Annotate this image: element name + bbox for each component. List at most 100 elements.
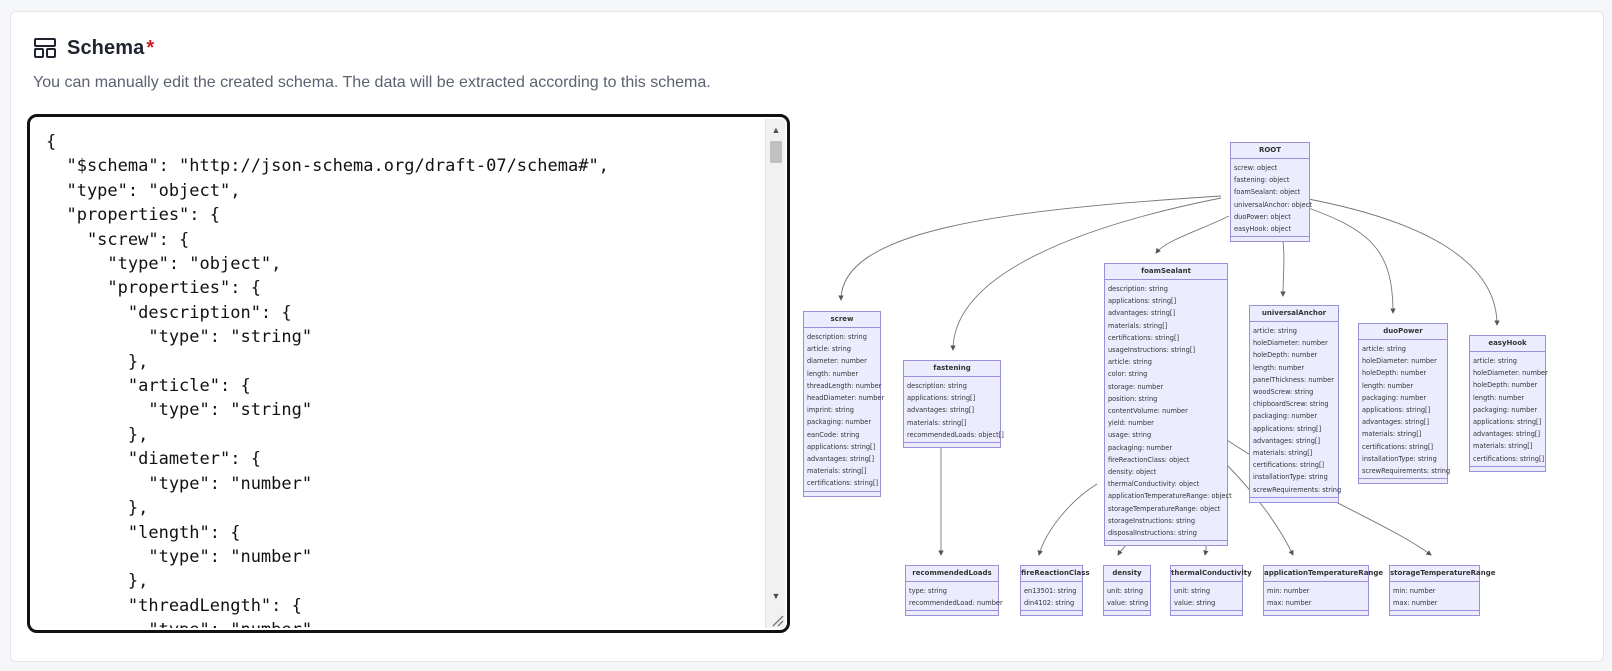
node-field: type: string	[909, 587, 947, 595]
node-field: max: number	[1393, 599, 1438, 608]
node-field: value: string	[1174, 599, 1216, 608]
node-title: fireReactionClass	[1021, 566, 1090, 582]
node-field: color: string	[1108, 370, 1148, 379]
schema-editor[interactable]: { "$schema": "http://json-schema.org/dra…	[27, 114, 790, 633]
required-asterisk: *	[146, 36, 155, 59]
schema-diagram: ROOT screw: object fastening: object foa…	[801, 140, 1561, 630]
schema-json-text[interactable]: { "$schema": "http://json-schema.org/dra…	[46, 132, 609, 628]
node-field: headDiameter: number	[807, 394, 885, 403]
node-title: fastening	[904, 361, 1000, 377]
node-field: universalAnchor: object	[1234, 200, 1312, 209]
node-screw: screw description: string article: strin…	[803, 311, 885, 497]
node-field: contentVolume: number	[1108, 407, 1188, 416]
node-field: usageInstructions: string[]	[1108, 346, 1196, 355]
node-easyhook: easyHook article: string holeDiameter: n…	[1469, 335, 1548, 472]
node-field: eanCode: string	[807, 430, 860, 439]
node-field: easyHook: object	[1234, 225, 1291, 234]
node-field: advantages: string[]	[1108, 309, 1176, 318]
node-thermalconductivity: thermalConductivity unit: string value: …	[1170, 565, 1252, 617]
resize-handle-icon[interactable]	[770, 613, 784, 627]
scroll-down-arrow-icon[interactable]: ▼	[771, 591, 781, 601]
node-field: applicationTemperatureRange: object	[1108, 492, 1232, 501]
node-title: recommendedLoads	[906, 566, 998, 582]
node-field: article: string	[1253, 327, 1297, 335]
node-title: storageTemperatureRange	[1390, 566, 1495, 582]
node-field: screw: object	[1234, 164, 1278, 172]
node-field: packaging: number	[1108, 443, 1173, 452]
edge-root-screw	[838, 195, 1222, 301]
schema-header: Schema *	[33, 36, 154, 60]
node-field: unit: string	[1107, 587, 1144, 595]
scroll-up-arrow-icon[interactable]: ▲	[771, 125, 781, 135]
node-foamsealant: foamSealant description: string applicat…	[1104, 263, 1232, 547]
node-field: en13501: string	[1024, 587, 1077, 595]
node-field: packaging: number	[1362, 393, 1427, 402]
node-field: advantages: string[]	[907, 406, 975, 415]
node-field: fireReactionClass: object	[1108, 455, 1190, 464]
node-title: universalAnchor	[1250, 306, 1338, 322]
edge-root-foamsealant	[1155, 215, 1230, 254]
edge-foamsealant-applicationtemperaturerange	[1226, 464, 1294, 556]
node-field: chipboardScrew: string	[1253, 400, 1329, 409]
node-storagetemperaturerange: storageTemperatureRange min: number max:…	[1389, 565, 1495, 617]
node-field: position: string	[1108, 394, 1158, 403]
node-field: length: number	[1362, 381, 1414, 390]
node-field: disposalInstructions: string	[1108, 529, 1197, 538]
node-field: length: number	[1473, 393, 1525, 402]
node-title: easyHook	[1470, 336, 1545, 352]
node-field: yield: number	[1108, 419, 1154, 428]
node-field: article: string	[1362, 345, 1406, 353]
node-field: description: string	[807, 333, 867, 341]
node-fastening: fastening description: string applicatio…	[903, 360, 1004, 449]
node-field: applications: string[]	[1362, 406, 1431, 415]
node-field: packaging: number	[1473, 405, 1538, 414]
node-field: recommendedLoad: number	[909, 599, 1003, 608]
edge-foamsealant-firereactionclass	[1037, 483, 1098, 556]
node-field: applications: string[]	[1253, 424, 1322, 433]
node-field: advantages: string[]	[1362, 418, 1430, 427]
node-field: holeDepth: number	[1362, 369, 1427, 378]
node-field: certifications: string[]	[807, 479, 879, 488]
node-field: min: number	[1267, 587, 1310, 595]
edge-root-duopower	[1302, 205, 1396, 314]
page-title: Schema	[67, 36, 145, 59]
node-field: packaging: number	[1253, 412, 1318, 421]
node-field: advantages: string[]	[1473, 430, 1541, 439]
node-title: applicationTemperatureRange	[1264, 566, 1383, 582]
node-field: applications: string[]	[1108, 297, 1177, 306]
node-field: materials: string[]	[807, 467, 867, 476]
node-field: applications: string[]	[1473, 418, 1542, 427]
schema-card: Schema * You can manually edit the creat…	[10, 11, 1604, 662]
editor-scrollbar[interactable]: ▲ ▼	[765, 119, 785, 628]
node-field: threadLength: number	[807, 381, 882, 390]
node-field: description: string	[1108, 285, 1168, 293]
node-title: density	[1104, 566, 1150, 582]
node-duopower: duoPower article: string holeDiameter: n…	[1358, 323, 1450, 485]
node-field: storageTemperatureRange: object	[1108, 504, 1221, 513]
node-title: foamSealant	[1105, 264, 1227, 280]
node-field: materials: string[]	[1473, 442, 1533, 451]
node-root: ROOT screw: object fastening: object foa…	[1230, 142, 1312, 243]
node-field: article: string	[807, 345, 851, 354]
node-field: installationType: string	[1253, 473, 1328, 482]
schema-editor-viewport[interactable]: { "$schema": "http://json-schema.org/dra…	[32, 119, 763, 628]
node-title: duoPower	[1359, 324, 1447, 340]
scrollbar-thumb[interactable]	[770, 141, 782, 163]
node-field: din4102: string	[1024, 599, 1075, 608]
node-field: max: number	[1267, 599, 1312, 608]
node-field: materials: string[]	[1108, 321, 1168, 330]
node-recommendedloads: recommendedLoads type: string recommende…	[905, 565, 1003, 617]
node-field: length: number	[1253, 363, 1305, 372]
node-field: applications: string[]	[907, 394, 976, 403]
node-universalanchor: universalAnchor article: string holeDiam…	[1249, 305, 1341, 503]
node-field: article: string	[1108, 358, 1152, 367]
node-field: holeDiameter: number	[1253, 339, 1328, 348]
node-field: storageInstructions: string	[1108, 516, 1196, 525]
node-field: applications: string[]	[807, 442, 876, 451]
node-field: holeDiameter: number	[1362, 357, 1437, 366]
node-field: holeDiameter: number	[1473, 369, 1548, 378]
node-field: recommendedLoads: object[]	[907, 430, 1004, 439]
node-title: ROOT	[1231, 143, 1309, 159]
node-field: imprint: string	[807, 406, 854, 415]
node-field: fastening: object	[1234, 176, 1290, 185]
